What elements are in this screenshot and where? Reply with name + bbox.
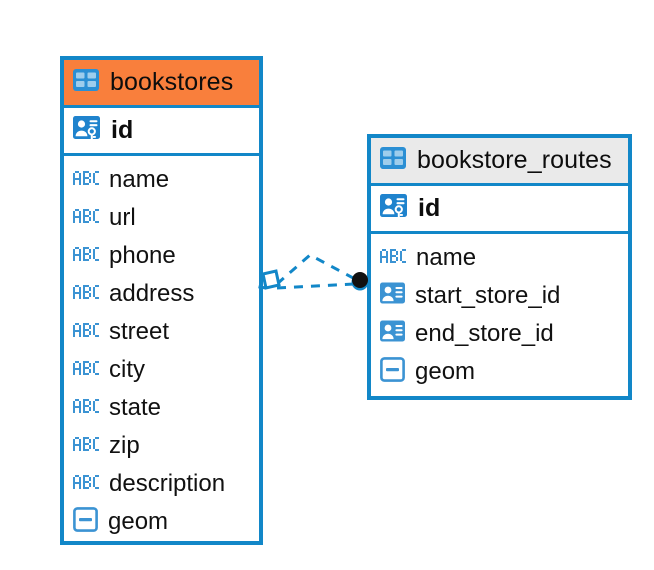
primary-key-row-bookstores[interactable]: id [64, 108, 259, 156]
field-label: end_store_id [415, 320, 554, 347]
abc-text-icon [73, 246, 99, 266]
field-row[interactable]: street [64, 313, 259, 351]
field-row[interactable]: phone [64, 237, 259, 275]
abc-text-icon [73, 360, 99, 380]
field-label: start_store_id [415, 282, 561, 309]
table-icon [380, 147, 406, 174]
primary-key-icon [380, 193, 407, 225]
field-label: description [109, 470, 226, 497]
foreign-key-icon [380, 319, 405, 349]
primary-key-row-bookstore-routes[interactable]: id [371, 186, 628, 234]
field-label: phone [109, 242, 176, 269]
geometry-icon [380, 357, 405, 387]
field-row[interactable]: url [64, 199, 259, 237]
field-row[interactable]: name [64, 161, 259, 199]
field-row[interactable]: city [64, 351, 259, 389]
abc-text-icon [380, 248, 406, 268]
field-label: state [109, 394, 162, 421]
abc-text-icon [73, 284, 99, 304]
abc-text-icon [73, 436, 99, 456]
abc-text-icon [73, 322, 99, 342]
entity-table-bookstores[interactable]: bookstores id [60, 56, 263, 545]
field-row[interactable]: geom [64, 503, 259, 541]
filled-circle-marker [351, 272, 369, 291]
primary-key-label-bookstores: id [111, 116, 134, 144]
field-label: name [416, 244, 477, 271]
field-row[interactable]: geom [371, 353, 628, 391]
field-list-bookstores: name u [64, 156, 259, 541]
abc-text-icon [73, 474, 99, 494]
field-label: geom [415, 358, 476, 385]
entity-title-bookstore-routes: bookstore_routes [417, 146, 612, 174]
field-label: address [109, 280, 195, 307]
entity-title-bookstores: bookstores [110, 68, 234, 96]
abc-text-icon [73, 398, 99, 418]
relationship-line-lower [276, 282, 356, 290]
table-icon [73, 69, 99, 96]
field-label: geom [108, 508, 169, 535]
field-list-bookstore-routes: name start_store_id [371, 234, 628, 391]
field-row[interactable]: description [64, 465, 259, 503]
relationship-line-upper [276, 253, 358, 286]
field-row[interactable]: start_store_id [371, 277, 628, 315]
field-row[interactable]: address [64, 275, 259, 313]
abc-text-icon [73, 208, 99, 228]
field-label: name [109, 166, 170, 193]
entity-header-bookstores[interactable]: bookstores [64, 60, 259, 108]
field-label: zip [109, 432, 140, 459]
foreign-key-icon [380, 281, 405, 311]
field-row[interactable]: state [64, 389, 259, 427]
field-row[interactable]: end_store_id [371, 315, 628, 353]
geometry-icon [73, 507, 98, 537]
primary-key-icon [73, 115, 100, 147]
relationship-connector[interactable] [255, 240, 380, 310]
diamond-marker [258, 269, 281, 290]
field-row[interactable]: zip [64, 427, 259, 465]
entity-table-bookstore-routes[interactable]: bookstore_routes id [367, 134, 632, 400]
entity-header-bookstore-routes[interactable]: bookstore_routes [371, 138, 628, 186]
field-label: url [109, 204, 136, 231]
field-row[interactable]: name [371, 239, 628, 277]
field-label: street [109, 318, 170, 345]
abc-text-icon [73, 170, 99, 190]
primary-key-label-bookstore-routes: id [418, 194, 441, 222]
field-label: city [109, 356, 145, 383]
